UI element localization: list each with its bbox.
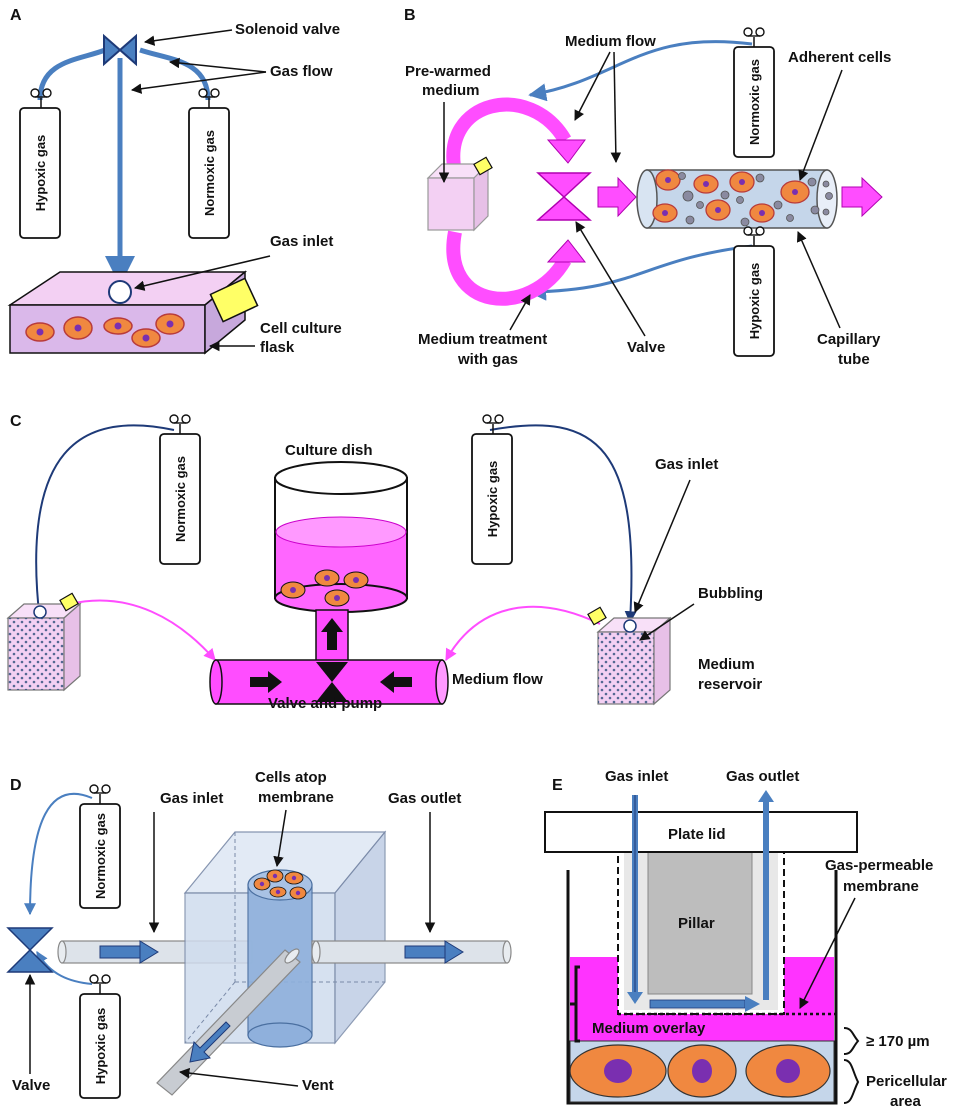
normoxic-gas-label-b: Normoxic gas: [747, 59, 762, 145]
medium-treatment-label-1: Medium treatment: [418, 331, 547, 348]
gas-inlet-label-e: Gas inlet: [605, 768, 668, 785]
pillar-label: Pillar: [678, 915, 715, 932]
panel-b-letter: B: [404, 7, 416, 24]
hypoxic-gas-cylinder-b: [733, 245, 775, 357]
gas-permeable-label-2: membrane: [843, 878, 919, 895]
panel-b: B: [404, 7, 891, 368]
valve-icon-d: [6, 927, 54, 952]
panel-c-letter: C: [10, 413, 22, 430]
normoxic-gas-line-d: [24, 792, 93, 916]
hypoxic-gas-cylinder-c: [471, 433, 513, 565]
thickness-label: ≥ 170 µm: [866, 1033, 930, 1050]
hypoxic-gas-label-b: Hypoxic gas: [747, 263, 762, 340]
valve-pump-label: Valve and pump: [268, 695, 382, 712]
pre-warmed-medium-container: [427, 177, 475, 231]
medium-reservoir-label-2: reservoir: [698, 676, 762, 693]
gas-inlet-port: [108, 280, 132, 304]
solenoid-valve-label: Solenoid valve: [235, 21, 340, 38]
adherent-cells-b: [652, 169, 833, 227]
gas-permeable-label-1: Gas-permeable: [825, 857, 933, 874]
plate-lid-label: Plate lid: [668, 826, 726, 843]
normoxic-gas-cylinder-b: [733, 46, 775, 158]
panel-c: C Normoxic gas Hypoxic gas: [6, 413, 763, 712]
hypoxic-gas-label: Hypoxic gas: [33, 135, 48, 212]
medium-flow-arc-top: [446, 97, 572, 174]
panel-e-letter: E: [552, 777, 563, 794]
medium-flow-label-c: Medium flow: [452, 671, 543, 688]
pre-warmed-label-1: Pre-warmed: [405, 63, 491, 80]
normoxic-gas-line-b: [528, 40, 753, 102]
normoxic-gas-line-c: [32, 424, 175, 624]
pericellular-label-2: area: [890, 1093, 922, 1110]
pericellular-label-1: Pericellular: [866, 1073, 947, 1090]
panel-e: E Gas inlet Gas outlet Plate li: [544, 768, 947, 1110]
flask-cap: [209, 277, 259, 323]
gas-outlet-label-e: Gas outlet: [726, 768, 799, 785]
cells-atop-label-1: Cells atop: [255, 769, 327, 786]
well-outline: [566, 870, 838, 1105]
valve-pump-icon: [316, 662, 348, 682]
adherent-cells-label: Adherent cells: [788, 49, 891, 66]
cells-d: [253, 869, 307, 900]
cell-culture-label: Cell culture: [260, 320, 342, 337]
normoxic-gas-cylinder-d: [79, 803, 121, 909]
medium-flow-line-right: [445, 605, 601, 662]
hypoxic-gas-label-d: Hypoxic gas: [93, 1008, 108, 1085]
gas-outlet-label-d: Gas outlet: [388, 790, 461, 807]
panel-a-letter: A: [10, 7, 22, 24]
cells-a: [25, 313, 185, 348]
culture-dish-label: Culture dish: [285, 442, 373, 459]
panel-a: A Hypoxic gas Normoxic gas Solenoid valv…: [7, 7, 342, 356]
normoxic-gas-tube: [139, 47, 211, 101]
panel-d-letter: D: [10, 777, 22, 794]
hypoxic-gas-cylinder-d: [79, 993, 121, 1099]
cells-c: [280, 569, 369, 607]
cells-atop-label-2: membrane: [258, 789, 334, 806]
hypoxic-gas-label-c: Hypoxic gas: [485, 461, 500, 538]
medium-reservoir-label-1: Medium: [698, 656, 755, 673]
gas-inlet-label-d: Gas inlet: [160, 790, 223, 807]
vent-label: Vent: [302, 1077, 334, 1094]
flask-label: flask: [260, 339, 295, 356]
normoxic-gas-cylinder: [188, 107, 230, 239]
capillary-label-1: Capillary: [817, 331, 881, 348]
valve-icon-b: [536, 172, 592, 199]
medium-flow-arc-bottom: [446, 230, 572, 306]
normoxic-gas-label: Normoxic gas: [202, 130, 217, 216]
gas-flow-label: Gas flow: [270, 63, 333, 80]
medium-treatment-label-2: with gas: [457, 351, 518, 368]
plate-lid: [544, 811, 858, 853]
gas-inlet-label-a: Gas inlet: [270, 233, 333, 250]
normoxic-gas-cylinder-c: [159, 433, 201, 565]
cells-e: [569, 1044, 831, 1098]
panel-d: D Normoxic gas Hypoxic gas: [6, 769, 512, 1099]
valve-label-d: Valve: [12, 1077, 50, 1094]
pre-warmed-label-2: medium: [422, 82, 480, 99]
hypoxic-gas-tube: [37, 47, 106, 101]
hypoxic-gas-line-c: [489, 424, 637, 624]
medium-flow-label-b: Medium flow: [565, 33, 656, 50]
hypoxic-gas-line-d: [36, 950, 93, 985]
medium-overlay-label: Medium overlay: [592, 1020, 706, 1037]
valve-label-b: Valve: [627, 339, 665, 356]
pillar: [647, 851, 753, 995]
normoxic-gas-label-c: Normoxic gas: [173, 456, 188, 542]
bubbling-label: Bubbling: [698, 585, 763, 602]
gas-inlet-label-c: Gas inlet: [655, 456, 718, 473]
capillary-label-2: tube: [838, 351, 870, 368]
normoxic-gas-label-d: Normoxic gas: [93, 813, 108, 899]
solenoid-valve-icon: [103, 33, 122, 67]
hypoxic-gas-line-b: [528, 244, 753, 301]
medium-flow-line-left: [69, 599, 216, 661]
hypoxic-gas-cylinder: [19, 107, 61, 239]
